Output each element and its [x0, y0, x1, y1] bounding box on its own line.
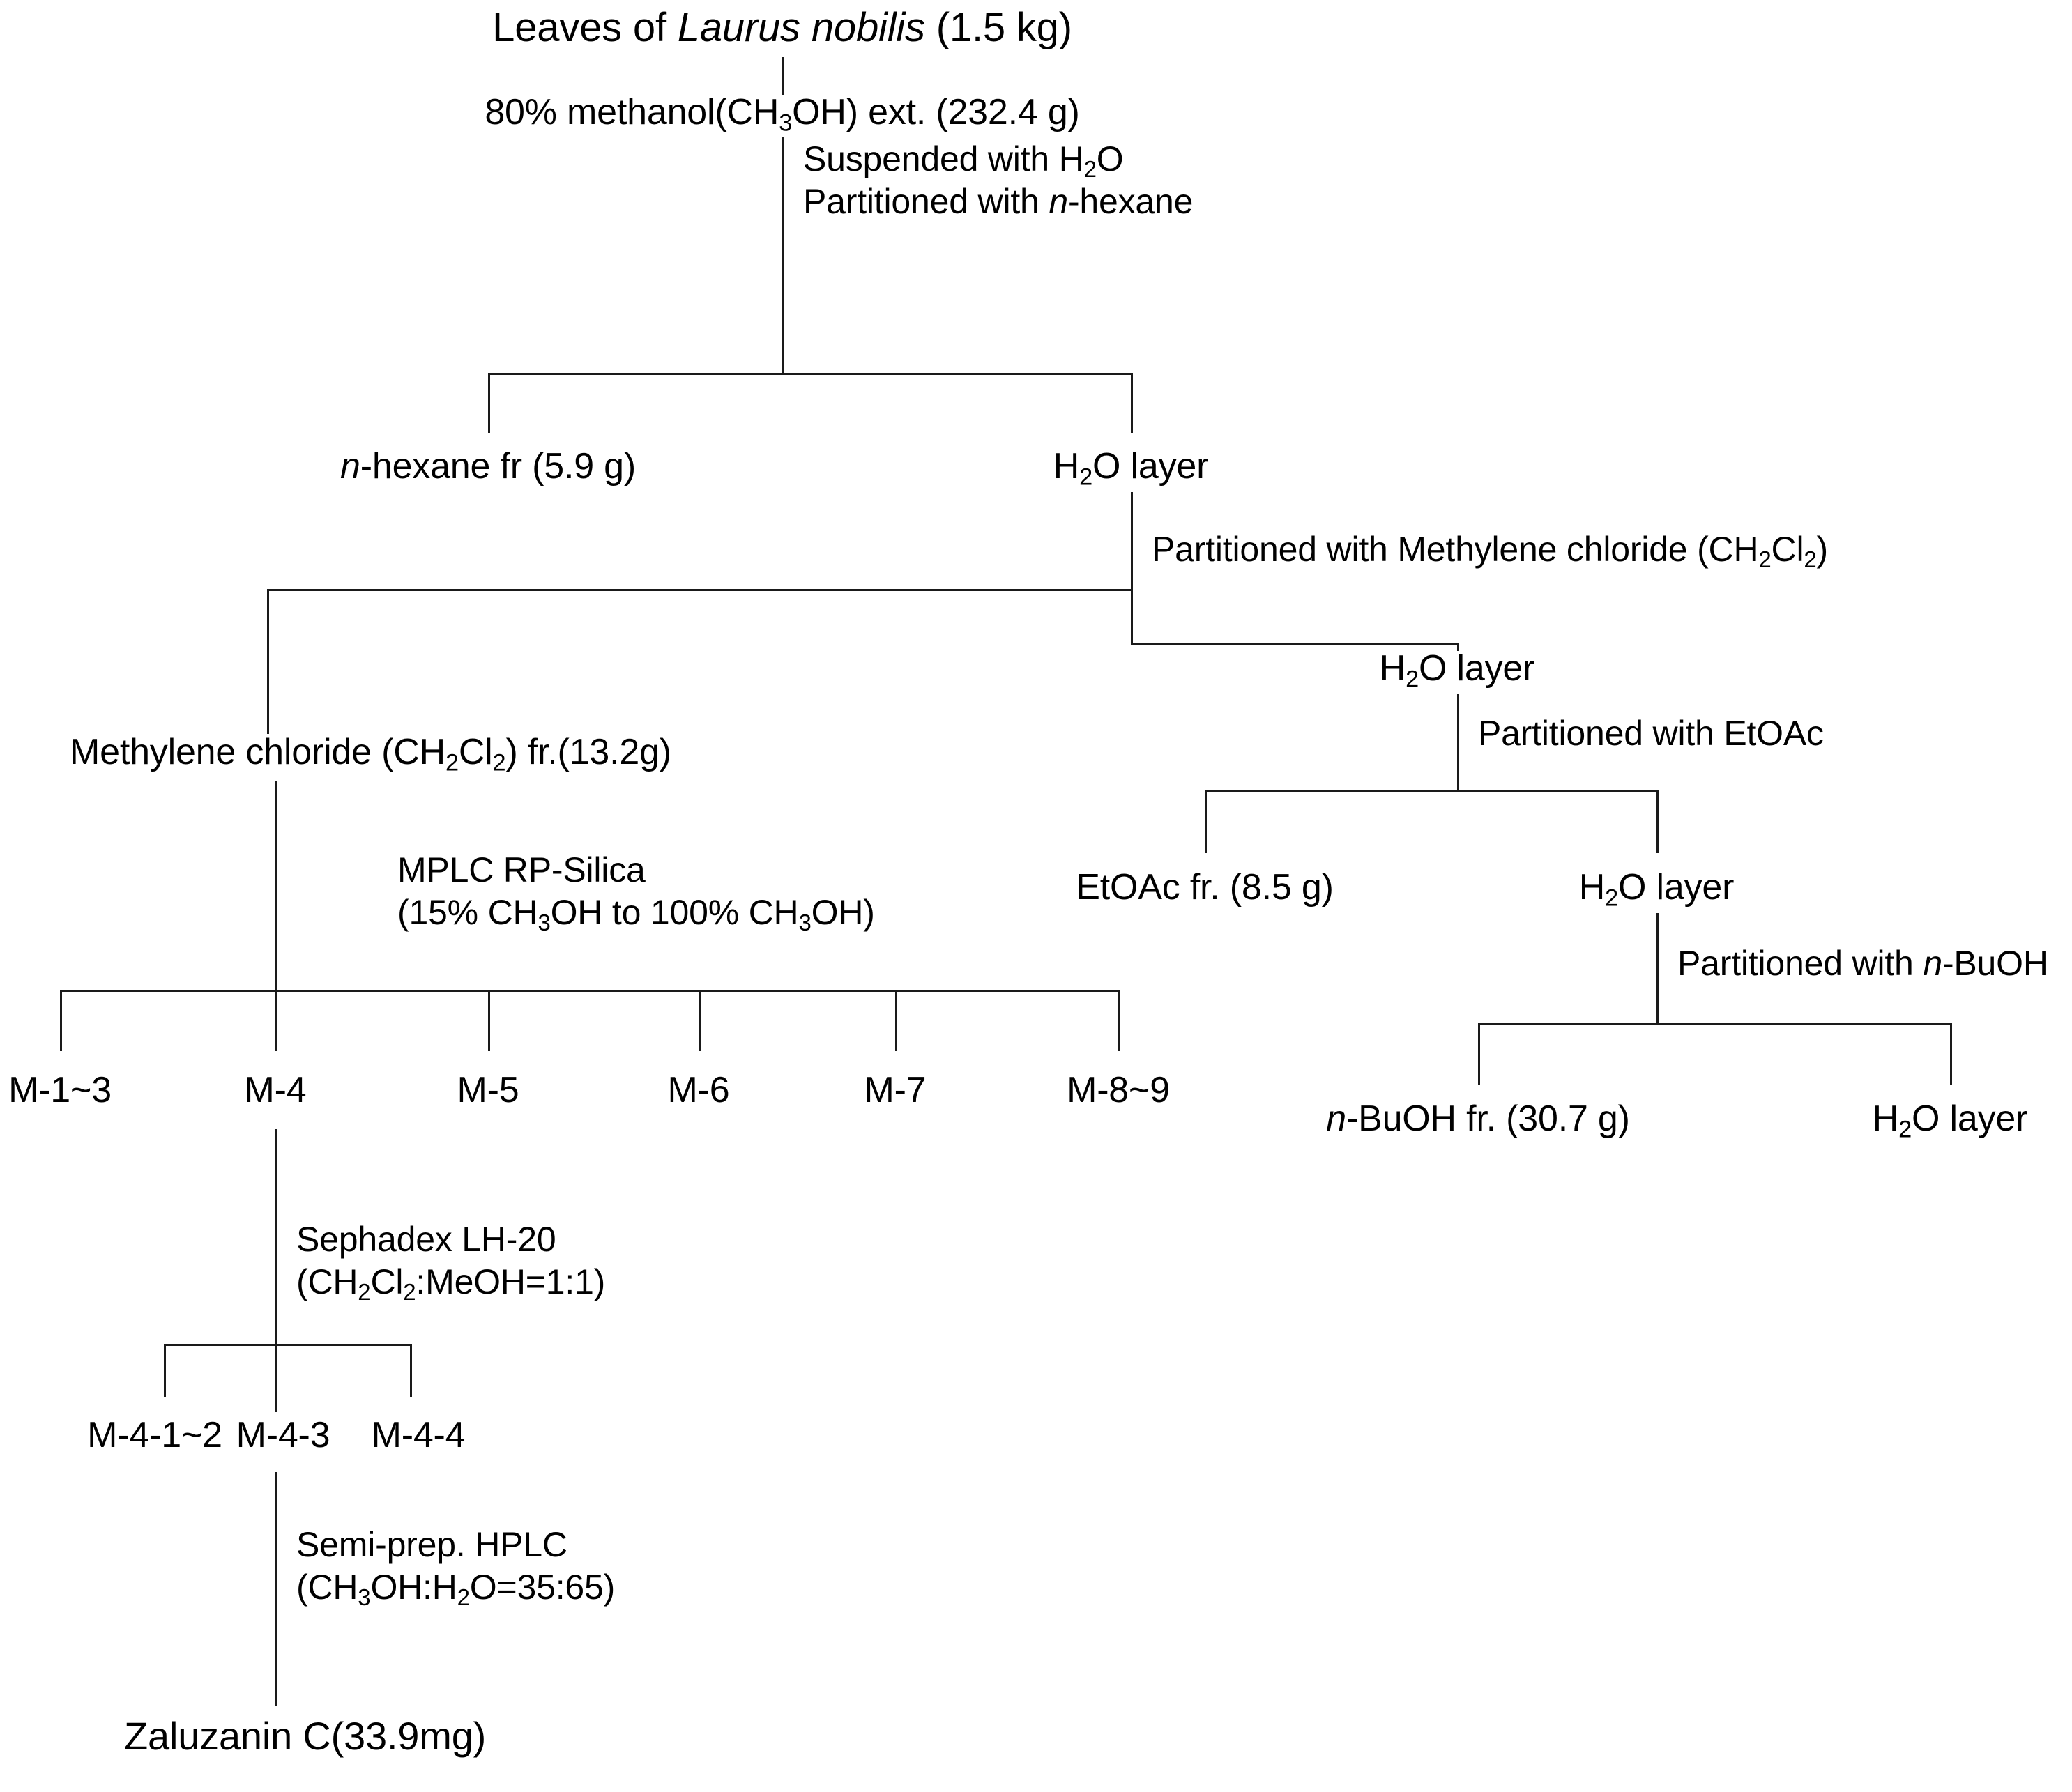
- bracket-sephadex-drop-2: [275, 1344, 277, 1397]
- annotation-hplc: Semi-prep. HPLC (CH3OH:H2O=35:65): [296, 1524, 615, 1609]
- connector-m4-stem: [275, 1129, 277, 1412]
- bracket-dcm-right-drop: [1131, 589, 1133, 645]
- node-water-layer-4-label: H2O layer: [1872, 1098, 2028, 1143]
- bracket-dcm-left-drop: [267, 589, 269, 734]
- bracket-buoh-left-drop: [1478, 1023, 1480, 1085]
- fraction-label-m4-text: M-4: [244, 1070, 307, 1110]
- bracket-etoac-left-drop: [1205, 790, 1207, 853]
- bracket-etoac-right-drop: [1656, 790, 1659, 853]
- connector-dcm-right-elbow: [1131, 643, 1459, 645]
- connector-meoh-stem: [782, 137, 784, 374]
- annotation-hexane-line1: Suspended with H2O: [803, 139, 1124, 183]
- bracket-mplc-drop-2: [275, 990, 277, 1051]
- connector-water1-stem: [1131, 492, 1133, 591]
- annotation-sephadex-line2: (CH2Cl2:MeOH=1:1): [296, 1262, 606, 1305]
- annotation-dcm-line1: Partitioned with Methylene chloride (CH2…: [1152, 530, 1828, 573]
- bracket-mplc-split: [60, 990, 1120, 992]
- fraction-label-m8-9: M-8~9: [1067, 1070, 1170, 1110]
- node-buoh-fraction: n-BuOH fr. (30.7 g): [1326, 1098, 1630, 1139]
- connector-water2-stem: [1457, 694, 1459, 792]
- annotation-sephadex: Sephadex LH-20 (CH2Cl2:MeOH=1:1): [296, 1218, 605, 1303]
- fraction-label-m8-9-text: M-8~9: [1067, 1070, 1170, 1110]
- annotation-mplc-line2: (15% CH3OH to 100% CH3OH): [397, 893, 875, 936]
- bracket-mplc-drop-4: [699, 990, 701, 1051]
- bracket-hexane-left-drop: [488, 373, 490, 433]
- connector-dcm-fraction-stem: [275, 781, 277, 991]
- node-water-layer-1-label: H2O layer: [1053, 446, 1209, 491]
- fraction-label-m6-text: M-6: [667, 1070, 730, 1110]
- bracket-buoh-right-drop: [1950, 1023, 1952, 1085]
- fraction-label-m5: M-5: [457, 1070, 519, 1110]
- fraction-label-m1-3: M-1~3: [8, 1070, 112, 1110]
- node-etoac-fraction-label: EtOAc fr. (8.5 g): [1076, 867, 1334, 908]
- annotation-etoac-line1: Partitioned with EtOAc: [1478, 714, 1824, 753]
- node-meoh-extract: 80% methanol(CH3OH) ext. (232.4 g): [485, 92, 1080, 137]
- node-etoac-fraction: EtOAc fr. (8.5 g): [1076, 867, 1334, 908]
- annotation-sephadex-line1: Sephadex LH-20: [296, 1220, 556, 1259]
- node-buoh-fraction-label: n-BuOH fr. (30.7 g): [1326, 1098, 1630, 1139]
- bracket-mplc-drop-1: [60, 990, 62, 1051]
- node-dcm-fraction: Methylene chloride (CH2Cl2) fr.(13.2g): [70, 732, 671, 776]
- node-water-layer-3: H2O layer: [1578, 867, 1735, 912]
- fraction-label-m4-3: M-4-3: [236, 1415, 330, 1455]
- annotation-buoh-line1: Partitioned with n-BuOH: [1677, 944, 2048, 983]
- annotation-mplc-line1: MPLC RP-Silica: [397, 850, 646, 889]
- annotation-buoh-partition: Partitioned with n-BuOH: [1677, 942, 2048, 985]
- node-meoh-extract-label: 80% methanol(CH3OH) ext. (232.4 g): [485, 92, 1080, 137]
- fraction-label-m7: M-7: [864, 1070, 927, 1110]
- fraction-label-m4: M-4: [245, 1070, 307, 1110]
- connector-water2-entry: [1457, 643, 1459, 651]
- fraction-label-m4-4-text: M-4-4: [371, 1415, 466, 1455]
- node-product-label: Zaluzanin C(33.9mg): [124, 1714, 487, 1758]
- node-source-label: Leaves of Laurus nobilis (1.5 kg): [492, 5, 1072, 50]
- bracket-mplc-drop-6: [1118, 990, 1120, 1051]
- connector-water3-stem: [1656, 913, 1659, 1025]
- node-dcm-fraction-label: Methylene chloride (CH2Cl2) fr.(13.2g): [70, 732, 671, 776]
- fraction-label-m6: M-6: [668, 1070, 730, 1110]
- fraction-label-m5-text: M-5: [457, 1070, 519, 1110]
- bracket-mplc-drop-3: [488, 990, 490, 1051]
- connector-source-to-meoh: [782, 57, 784, 95]
- bracket-mplc-drop-5: [895, 990, 897, 1051]
- annotation-etoac-partition: Partitioned with EtOAc: [1478, 712, 1824, 755]
- fraction-label-m4-3-text: M-4-3: [236, 1415, 330, 1455]
- bracket-sephadex-drop-3: [410, 1344, 412, 1397]
- bracket-etoac-split: [1205, 790, 1659, 792]
- node-water-layer-4: H2O layer: [1872, 1098, 2028, 1143]
- node-hexane-fraction-label: n-hexane fr (5.9 g): [340, 446, 636, 487]
- bracket-buoh-split: [1478, 1023, 1952, 1025]
- annotation-hexane-line2: Partitioned with n-hexane: [803, 182, 1194, 221]
- node-water-layer-2: H2O layer: [1379, 648, 1535, 693]
- node-water-layer-3-label: H2O layer: [1578, 867, 1735, 912]
- node-water-layer-1: H2O layer: [1053, 446, 1209, 491]
- node-water-layer-2-label: H2O layer: [1379, 648, 1535, 693]
- fraction-label-m7-text: M-7: [864, 1070, 927, 1110]
- annotation-hplc-line1: Semi-prep. HPLC: [296, 1525, 567, 1564]
- annotation-hplc-line2: (CH3OH:H2O=35:65): [296, 1568, 616, 1611]
- annotation-dcm-partition: Partitioned with Methylene chloride (CH2…: [1152, 528, 1828, 571]
- fraction-label-m1-3-text: M-1~3: [8, 1070, 112, 1110]
- node-hexane-fraction: n-hexane fr (5.9 g): [340, 446, 636, 487]
- bracket-sephadex-split: [164, 1344, 411, 1346]
- fraction-label-m4-1-2: M-4-1~2: [87, 1415, 222, 1455]
- annotation-mplc: MPLC RP-Silica (15% CH3OH to 100% CH3OH): [397, 849, 875, 934]
- fraction-label-m4-4: M-4-4: [372, 1415, 466, 1455]
- connector-m4-3-stem: [275, 1472, 277, 1706]
- bracket-hexane-right-drop: [1131, 373, 1133, 433]
- fraction-label-m4-1-2-text: M-4-1~2: [87, 1415, 222, 1455]
- node-source: Leaves of Laurus nobilis (1.5 kg): [492, 5, 1072, 51]
- bracket-sephadex-drop-1: [164, 1344, 166, 1397]
- bracket-dcm-split: [267, 589, 1133, 591]
- node-product-zaluzanin-c: Zaluzanin C(33.9mg): [124, 1714, 487, 1759]
- annotation-hexane-partition: Suspended with H2O Partitioned with n-he…: [803, 138, 1193, 223]
- bracket-hexane-split: [488, 373, 1133, 375]
